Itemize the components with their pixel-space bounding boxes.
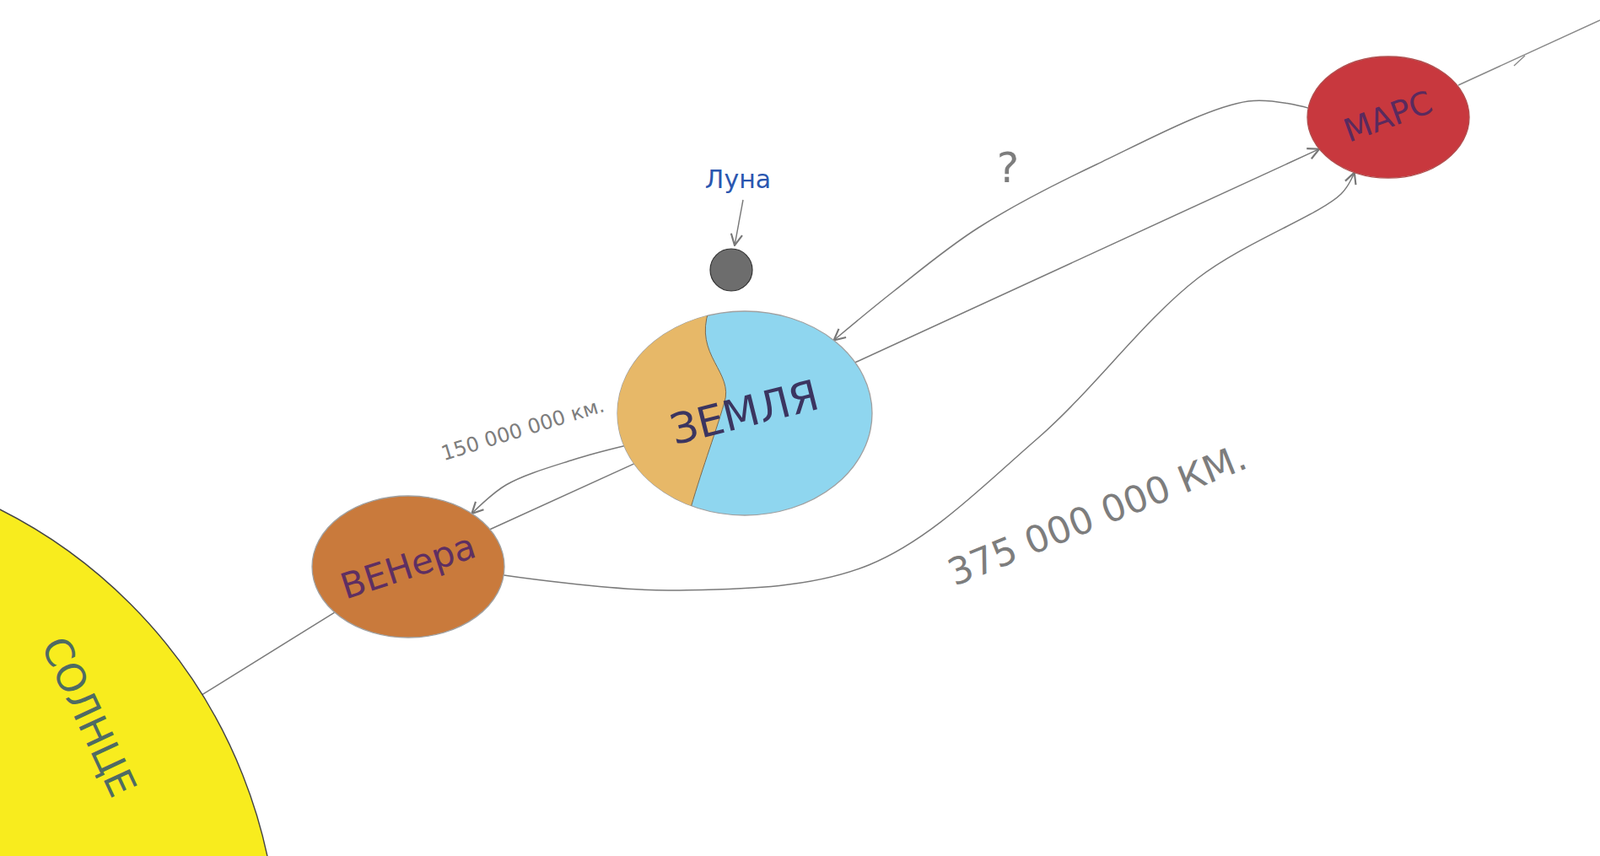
text-holder: Луна bbox=[705, 165, 771, 195]
pencil-tick bbox=[1513, 55, 1525, 66]
distance-label: 150 000 000 км. bbox=[438, 393, 608, 466]
orbit-axis-line bbox=[1458, 20, 1600, 86]
planet-venus: ВЕНера bbox=[311, 495, 506, 639]
edge-label-holder: 150 000 000 км. bbox=[438, 393, 608, 466]
edge-label-holder: ? bbox=[996, 144, 1020, 194]
connector bbox=[490, 463, 635, 530]
distance-label: ? bbox=[996, 144, 1020, 194]
connector bbox=[834, 100, 1310, 340]
planet-fill bbox=[312, 495, 505, 638]
planet-fill bbox=[617, 311, 873, 516]
connector bbox=[503, 172, 1355, 591]
connector bbox=[855, 149, 1320, 363]
moon-label: Луна bbox=[705, 165, 771, 195]
planet-mars: МАРС bbox=[1306, 55, 1471, 179]
planet-fill bbox=[1307, 56, 1470, 178]
sun-fill bbox=[0, 455, 279, 856]
connector bbox=[202, 612, 335, 695]
moon-disc bbox=[710, 248, 753, 291]
sun-body: СОЛНЦЕ bbox=[0, 489, 287, 856]
edge-label-holder: 375 000 000 КМ. bbox=[942, 436, 1254, 595]
leader-arrow bbox=[734, 199, 744, 246]
distance-label: 375 000 000 КМ. bbox=[942, 436, 1254, 595]
moon: Луна bbox=[687, 165, 789, 294]
planet-earth: ЗЕМЛЯ bbox=[616, 310, 873, 517]
connector bbox=[471, 446, 625, 514]
